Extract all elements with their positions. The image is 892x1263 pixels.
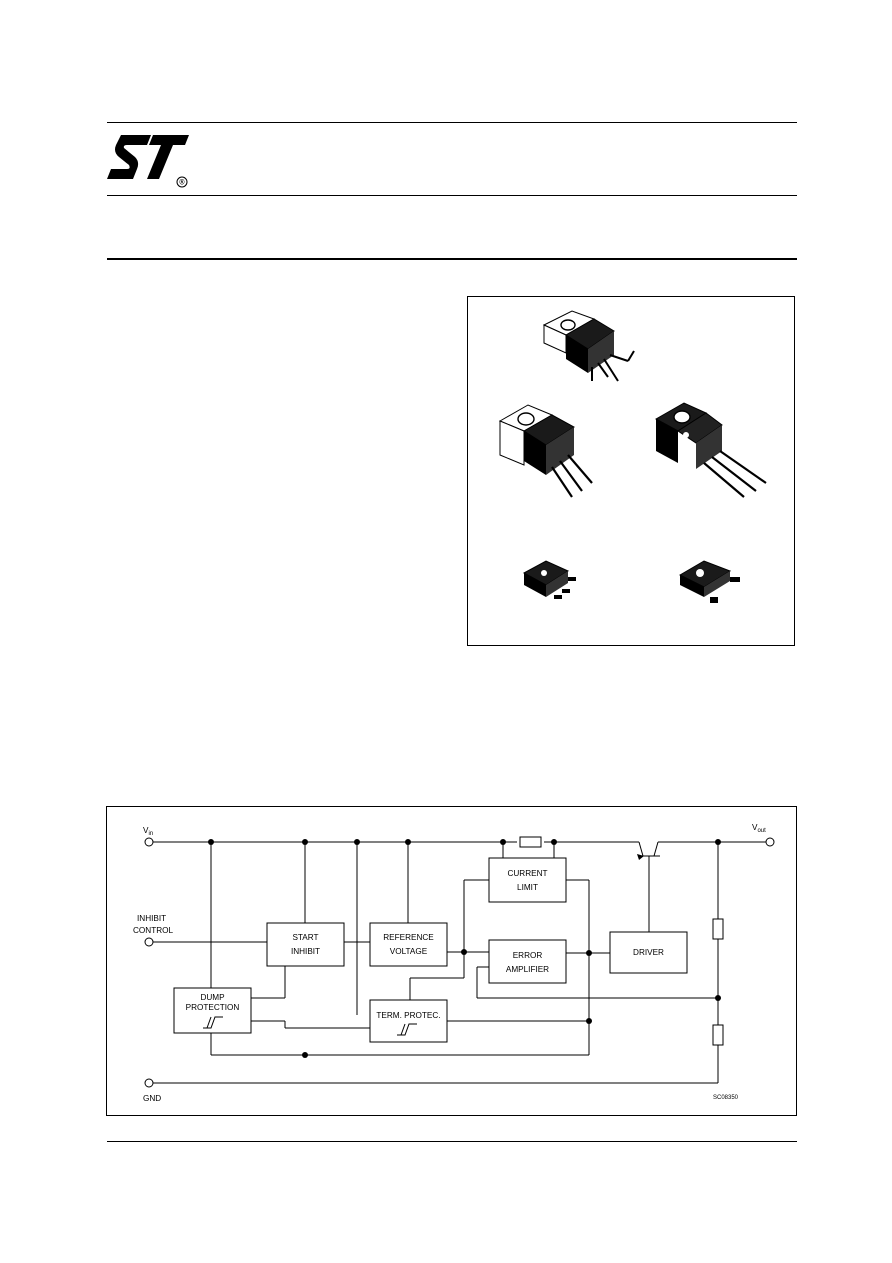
start-inhibit-block: [266, 922, 345, 967]
package-pentawatt-image: [542, 310, 635, 382]
package-dpak-left-image: [522, 560, 576, 599]
header-top-rule: [107, 122, 797, 123]
driver-block: [609, 931, 688, 974]
driver-label: DRIVER: [633, 948, 664, 957]
sense-resistor: [519, 836, 542, 848]
inhibit-control-pin: [144, 937, 154, 947]
error-amplifier-block: [488, 939, 567, 984]
junction-dots: [208, 839, 721, 1058]
term-protec-block: [369, 999, 448, 1043]
dump-protection-label-1: DUMP: [200, 993, 225, 1002]
reference-voltage-label-2: VOLTAGE: [390, 947, 428, 956]
drawing-code: SC08350: [713, 1095, 739, 1101]
term-protec-label: TERM. PROTEC.: [376, 1011, 440, 1020]
error-amplifier-label-1: ERROR: [513, 951, 543, 960]
vout-label: Vout: [752, 823, 766, 834]
dump-protection-block: [173, 987, 252, 1034]
svg-text:®: ®: [179, 178, 185, 186]
error-amplifier-label-2: AMPLIFIER: [506, 965, 549, 974]
header-mid-rule: [107, 195, 797, 196]
footer-rule: [107, 1141, 797, 1142]
current-limit-label-2: LIMIT: [517, 883, 538, 892]
gnd-label: GND: [143, 1094, 161, 1103]
block-diagram: Vin Vout INHIBIT CONTROL GND CURRENT LIM…: [106, 806, 797, 1116]
st-logo: [107, 133, 189, 185]
vin-label: Vin: [143, 826, 153, 837]
package-d2pak-right-image: [678, 560, 740, 603]
vin-pin: [144, 837, 154, 847]
current-limit-label-1: CURRENT: [507, 869, 547, 878]
dump-protection-label-2: PROTECTION: [186, 1003, 240, 1012]
control-label: CONTROL: [133, 926, 173, 935]
current-limit-block: [488, 857, 567, 903]
inhibit-label: INHIBIT: [137, 914, 166, 923]
package-images-box: [467, 296, 795, 646]
divider-resistor-bottom: [712, 1024, 724, 1046]
start-inhibit-label-1: START: [292, 933, 318, 942]
gnd-pin: [144, 1078, 154, 1088]
header-bottom-rule: [107, 258, 797, 260]
transistor-arrow-icon: [637, 854, 644, 860]
reference-voltage-label-1: REFERENCE: [383, 933, 434, 942]
start-inhibit-label-2: INHIBIT: [291, 947, 320, 956]
vout-pin: [765, 837, 775, 847]
divider-resistor-top: [712, 918, 724, 940]
reference-voltage-block: [369, 922, 448, 967]
package-isowatt-image: [654, 402, 767, 498]
package-to220-image: [498, 404, 593, 498]
registered-mark-icon: ®: [176, 176, 188, 188]
